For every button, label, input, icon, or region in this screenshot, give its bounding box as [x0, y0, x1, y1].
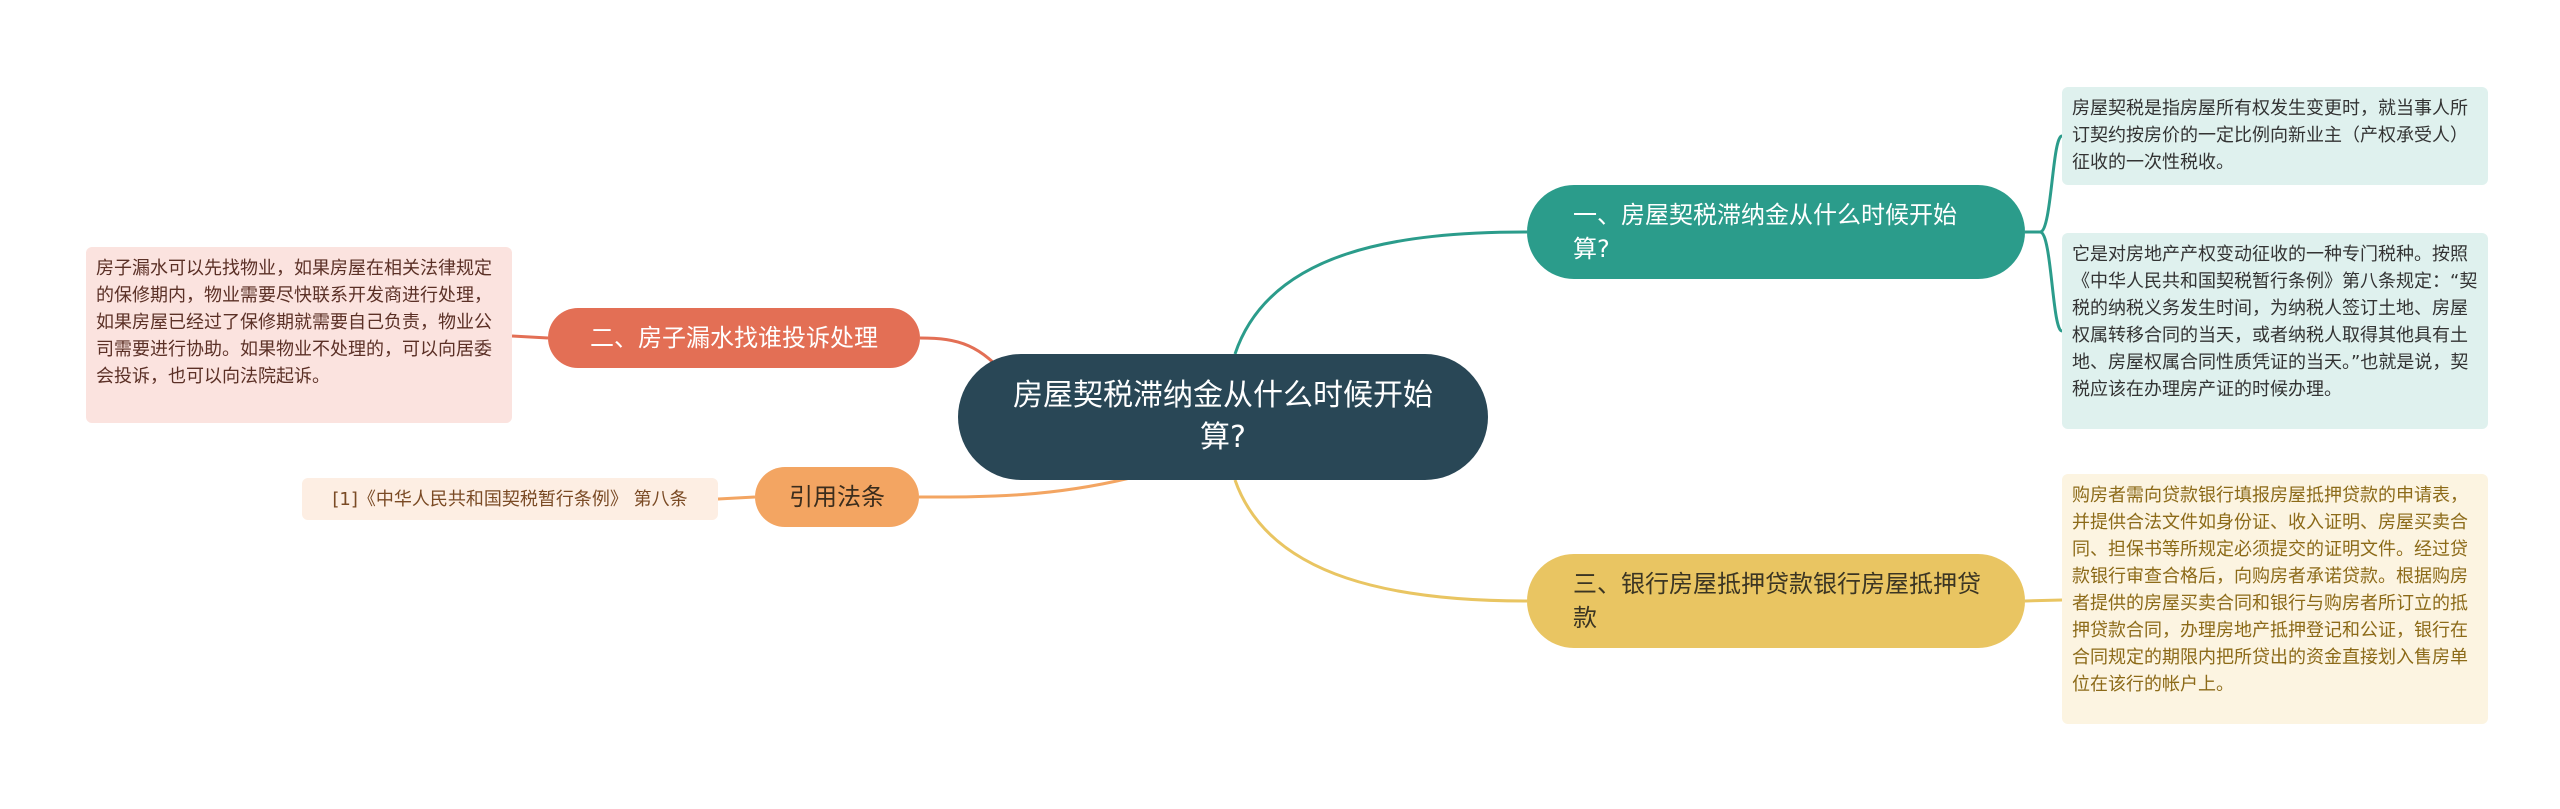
topic-roof-leak-complaint[interactable]: 二、房子漏水找谁投诉处理	[548, 308, 920, 368]
topic-cited-law[interactable]: 引用法条	[755, 467, 919, 527]
connector-b4-leaf	[717, 495, 756, 501]
note-mortgage-process[interactable]: 购房者需向贷款银行填报房屋抵押贷款的申请表，并提供合法文件如身份证、收入证明、房…	[2062, 474, 2488, 724]
note-contract-tax-definition[interactable]: 房屋契税是指房屋所有权发生变更时，就当事人所订契约按房价的一定比例向新业主（产权…	[2062, 87, 2488, 185]
connector-center-b4	[918, 476, 1131, 499]
connector-b1-leaves	[2025, 134, 2064, 333]
central-topic[interactable]: 房屋契税滞纳金从什么时候开始算?	[958, 354, 1488, 480]
connector-b3-leaf	[2024, 598, 2063, 603]
note-contract-tax-obligation[interactable]: 它是对房地产产权变动征收的一种专门税种。按照《中华人民共和国契税暂行条例》第八条…	[2062, 233, 2488, 429]
topic-contract-tax-timing[interactable]: 一、房屋契税滞纳金从什么时候开始算?	[1527, 185, 2025, 279]
topic-bank-mortgage-loan[interactable]: 三、银行房屋抵押贷款银行房屋抵押贷款	[1527, 554, 2025, 648]
note-roof-leak[interactable]: 房子漏水可以先找物业，如果房屋在相关法律规定的保修期内，物业需要尽快联系开发商进…	[86, 247, 512, 423]
connector-center-b3	[1233, 479, 1528, 603]
note-law-reference[interactable]: [1]《中华人民共和国契税暂行条例》 第八条	[302, 478, 718, 520]
connector-center-b1	[1233, 230, 1528, 355]
connector-b2-leaf	[511, 334, 549, 340]
